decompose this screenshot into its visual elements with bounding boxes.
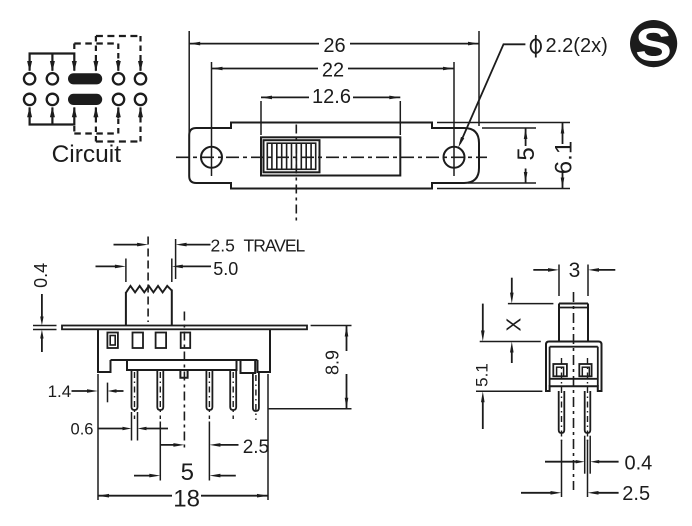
svg-text:5.1: 5.1	[473, 363, 492, 387]
svg-text:18: 18	[173, 486, 200, 513]
svg-text:2.5: 2.5	[243, 437, 269, 458]
svg-text:2.5: 2.5	[622, 483, 650, 505]
svg-text:Circuit: Circuit	[52, 141, 122, 168]
svg-text:2.5: 2.5	[211, 236, 235, 256]
svg-text:0.6: 0.6	[71, 421, 94, 439]
svg-text:3: 3	[569, 259, 581, 282]
svg-text:S: S	[635, 19, 672, 71]
svg-text:5: 5	[513, 147, 540, 160]
svg-text:26: 26	[323, 35, 345, 57]
svg-text:X: X	[503, 318, 526, 332]
svg-text:2.2(2x): 2.2(2x)	[546, 35, 608, 57]
svg-text:0.4: 0.4	[31, 263, 51, 288]
svg-text:8.9: 8.9	[323, 350, 343, 375]
svg-text:6.1: 6.1	[551, 141, 578, 174]
svg-text:0.4: 0.4	[625, 453, 653, 475]
svg-text:12.6: 12.6	[312, 86, 351, 108]
svg-text:1.4: 1.4	[48, 382, 72, 401]
svg-text:TRAVEL: TRAVEL	[244, 236, 306, 256]
svg-text:22: 22	[322, 59, 344, 81]
svg-text:5: 5	[181, 459, 194, 486]
svg-text:5.0: 5.0	[213, 259, 238, 279]
